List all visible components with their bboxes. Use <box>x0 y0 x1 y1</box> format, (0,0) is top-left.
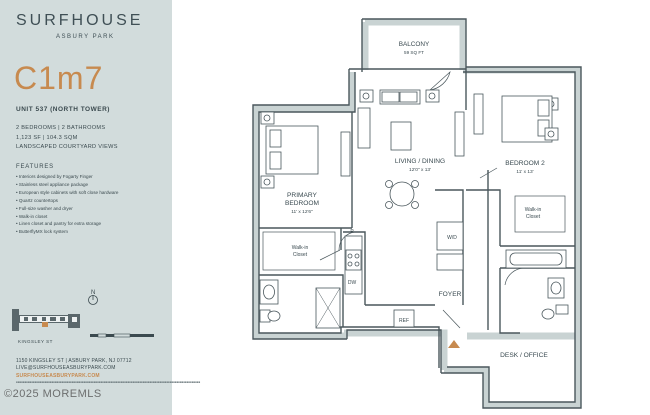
features-heading: FEATURES <box>16 164 54 170</box>
outer-walls <box>252 18 582 409</box>
feature-item: ButterflyMX lock system <box>16 228 118 236</box>
living-size: 12'0" x 13' <box>409 167 431 173</box>
entry-arrow-icon <box>448 340 460 348</box>
foyer-label: FOYER <box>439 291 462 298</box>
bedroom2-size: 11' x 13' <box>516 169 533 175</box>
door-arcs <box>319 70 526 329</box>
north-compass-icon: N <box>88 290 98 305</box>
unit-code: C1m7 <box>14 60 104 96</box>
balcony-label: BALCONY <box>399 41 430 48</box>
contact-block: 1150 KINGSLEY ST | ASBURY PARK, NJ 07712… <box>16 358 132 380</box>
dishwasher-label: DW <box>348 280 357 286</box>
primary-label2: BEDROOM <box>285 200 319 207</box>
spec-view: LANDSCAPED COURTYARD VIEWS <box>16 144 118 150</box>
bedroom2-label: BEDROOM 2 <box>505 160 545 167</box>
brand-name: SURFHOUSE <box>16 12 144 29</box>
pantry-label: P <box>350 229 354 235</box>
primary-bath-fixtures <box>259 279 341 329</box>
refrigerator-label: REF <box>399 318 409 324</box>
desk-label: DESK / OFFICE <box>500 352 548 359</box>
primary-label: PRIMARY <box>287 192 318 199</box>
living-label: LIVING / DINING <box>395 158 445 165</box>
spec-beds-baths: 2 BEDROOMS | 2 BATHROOMS <box>16 125 106 131</box>
wall-lines <box>252 18 582 409</box>
email-link[interactable]: LIVE@SURFHOUSEASBURYPARK.COM <box>16 365 116 372</box>
floor-plan: BALCONY 59 SQ FT LIVING / DINING 12'0" x… <box>252 18 582 409</box>
feature-item: Linen closet and pantry for extra storag… <box>16 220 118 228</box>
scale-bar-icon <box>90 333 154 338</box>
walkin-primary-shelf <box>262 231 336 271</box>
unit-name: UNIT 537 (NORTH TOWER) <box>16 106 110 113</box>
feature-item: Stainless steel appliance package <box>16 181 118 189</box>
legal-disclaimer: ■■■■■■■■■■■■■■■■■■■■■■■■■■■■■■■■■■■■■■■■… <box>16 380 201 384</box>
walkin-primary-label: Walk-in <box>292 245 309 251</box>
walkin-bed2-label: Walk-in <box>525 207 542 213</box>
primary-bedroom-furniture <box>260 111 351 189</box>
balcony-size: 59 SQ FT <box>404 50 424 55</box>
living-furniture <box>357 89 465 209</box>
feature-item: Interiors designed by Fogarty Finger <box>16 173 118 181</box>
feature-item: Walk-in closet <box>16 213 118 221</box>
features-list: Interiors designed by Fogarty Finger Sta… <box>16 173 119 236</box>
brand-subtitle: ASBURY PARK <box>56 34 115 40</box>
primary-size: 11' x 12'6" <box>291 209 313 215</box>
feature-item: Full-size washer and dryer <box>16 205 118 213</box>
site-plan-icon <box>12 309 80 331</box>
bathroom2-fixtures <box>505 249 569 320</box>
spec-area: 1,123 SF | 104.3 SQM <box>16 134 78 141</box>
feature-item: European style cabinets with soft close … <box>16 189 119 197</box>
bedroom2-furniture <box>473 93 559 143</box>
street-label: KINGSLEY ST <box>18 339 53 344</box>
walkin-primary-label2: Closet <box>293 252 308 258</box>
walkin-bed2-label2: Closet <box>526 214 541 220</box>
walkin-bed2-shelf <box>514 195 566 233</box>
watermark: ©2025 MOREMLS <box>4 388 102 400</box>
address: 1150 KINGSLEY ST | ASBURY PARK, NJ 07712 <box>16 358 132 364</box>
website-link[interactable]: SURFHOUSEASBURYPARK.COM <box>16 372 100 379</box>
compass-label: N <box>91 290 95 296</box>
unit-specs: 2 BEDROOMS | 2 BATHROOMS 1,123 SF | 104.… <box>16 124 118 153</box>
washer-dryer-label: W/D <box>447 235 457 241</box>
kitchen-fixtures <box>344 221 464 328</box>
sidebar-panel: SURFHOUSE ASBURY PARK C1m7 UNIT 537 (NOR… <box>0 0 201 415</box>
feature-item: Quartz countertops <box>16 197 118 205</box>
